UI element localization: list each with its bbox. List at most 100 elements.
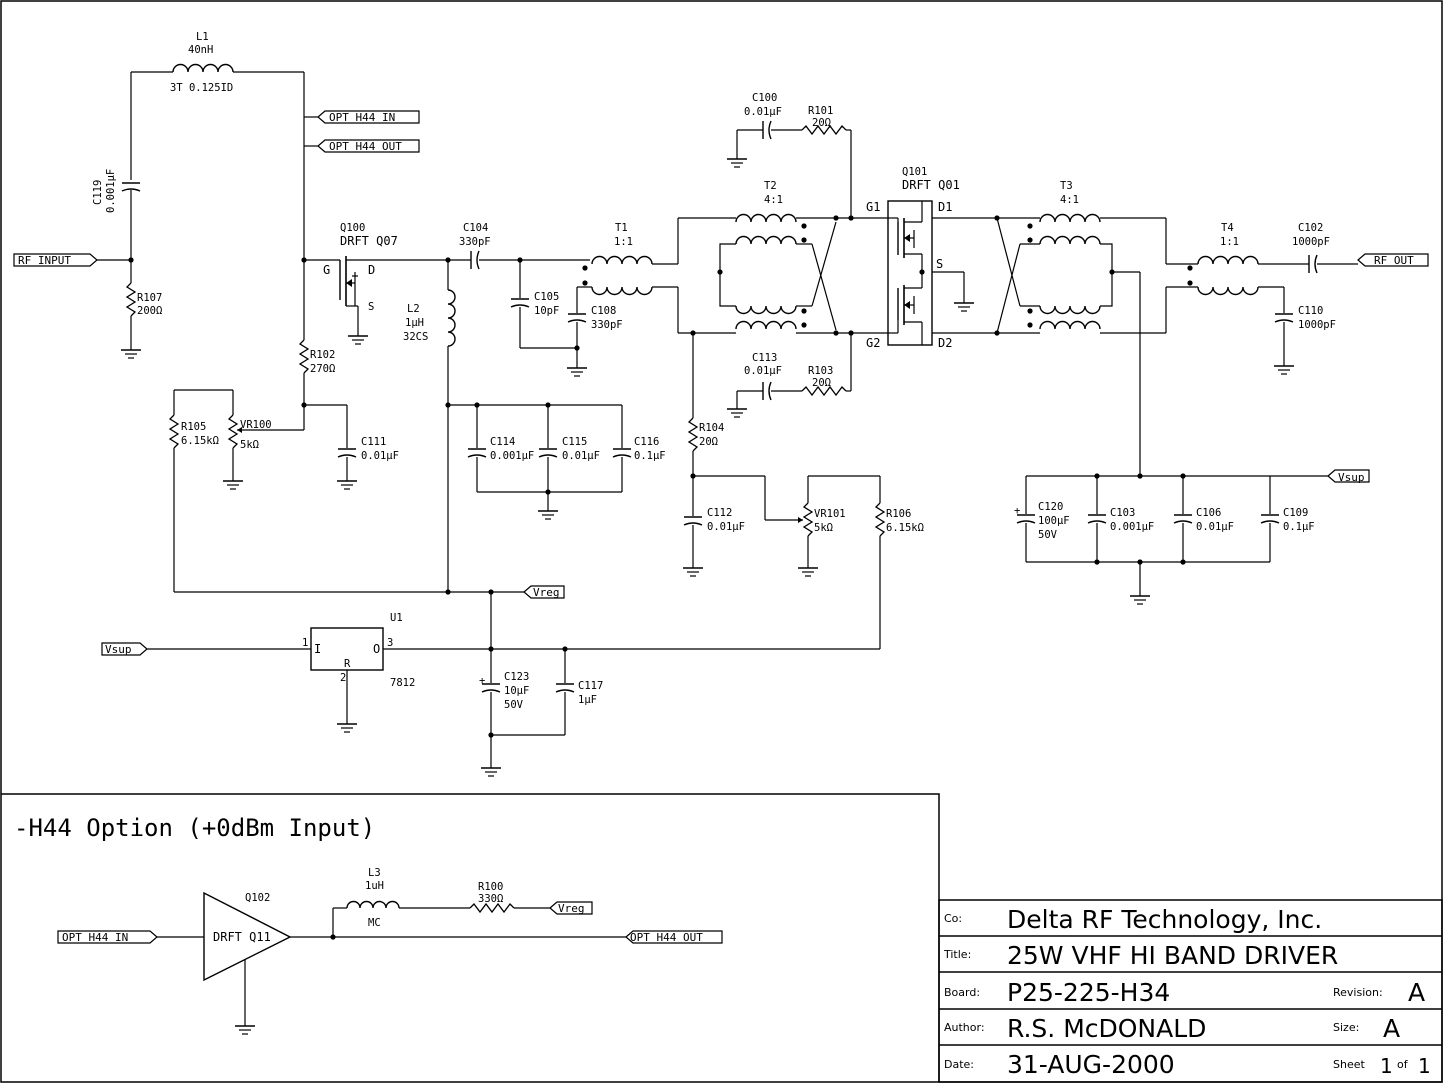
tb-author: R.S. McDONALD bbox=[1007, 1014, 1206, 1043]
r105-resistor: R105 6.15kΩ bbox=[168, 390, 219, 592]
c108-capacitor: C108 330pF bbox=[566, 287, 623, 377]
r107-resistor: R107 200Ω bbox=[120, 260, 162, 359]
c123-capacitor: + C123 10µF 50V bbox=[479, 649, 529, 777]
title-block bbox=[938, 899, 1443, 1083]
c111-capacitor: C111 0.01µF bbox=[336, 405, 399, 490]
svg-text:5kΩ: 5kΩ bbox=[240, 439, 259, 451]
svg-text:T4: T4 bbox=[1221, 222, 1234, 234]
svg-text:C108: C108 bbox=[591, 305, 616, 317]
svg-text:Q102: Q102 bbox=[245, 892, 270, 904]
t2-transformer: T2 4:1 bbox=[678, 180, 888, 336]
tb-sheet-label: Sheet bbox=[1333, 1058, 1365, 1071]
svg-text:RF_OUT: RF_OUT bbox=[1374, 254, 1414, 267]
l1-inductor: L1 40nH 3T 0.125ID bbox=[170, 31, 234, 94]
svg-text:T2: T2 bbox=[764, 180, 777, 192]
svg-text:R104: R104 bbox=[699, 422, 724, 434]
svg-text:C120: C120 bbox=[1038, 501, 1063, 513]
tb-size: A bbox=[1383, 1014, 1400, 1043]
c116-capacitor: C116 0.1µF bbox=[612, 405, 666, 492]
svg-text:R102: R102 bbox=[310, 349, 335, 361]
svg-text:1µH: 1µH bbox=[405, 317, 424, 329]
svg-text:T1: T1 bbox=[615, 222, 628, 234]
svg-text:S: S bbox=[936, 257, 943, 271]
svg-text:0.1µF: 0.1µF bbox=[1283, 521, 1315, 533]
t3-transformer: T3 4:1 bbox=[994, 180, 1166, 336]
svg-text:0.001µF: 0.001µF bbox=[490, 450, 534, 462]
svg-text:0.01µF: 0.01µF bbox=[1196, 521, 1234, 533]
svg-text:C117: C117 bbox=[578, 680, 603, 692]
svg-text:D1: D1 bbox=[938, 200, 952, 214]
svg-text:C123: C123 bbox=[504, 671, 529, 683]
svg-text:+: + bbox=[1014, 505, 1020, 517]
svg-text:R105: R105 bbox=[181, 421, 206, 433]
svg-text:1:1: 1:1 bbox=[1220, 236, 1239, 248]
r101-resistor: R101 20Ω bbox=[801, 105, 852, 218]
tb-of: 1 bbox=[1418, 1054, 1431, 1078]
svg-text:RF_INPUT: RF_INPUT bbox=[18, 254, 71, 267]
svg-text:20Ω: 20Ω bbox=[812, 117, 831, 129]
tb-date: 31-AUG-2000 bbox=[1007, 1050, 1175, 1079]
opt-in-net-port: OPT_H44_IN bbox=[317, 110, 420, 124]
svg-text:100µF: 100µF bbox=[1038, 515, 1070, 527]
svg-text:4:1: 4:1 bbox=[764, 194, 783, 206]
svg-text:1uH: 1uH bbox=[365, 880, 384, 892]
svg-text:C111: C111 bbox=[361, 436, 386, 448]
svg-text:OPT_H44_IN: OPT_H44_IN bbox=[329, 111, 395, 124]
svg-text:U1: U1 bbox=[390, 612, 403, 624]
svg-text:OPT_H44_IN: OPT_H44_IN bbox=[62, 931, 128, 944]
q100-fet: Q100 DRFT Q07 G D S bbox=[304, 222, 448, 345]
svg-text:G2: G2 bbox=[866, 336, 880, 350]
q101-push-pull-fet: Q101 DRFT Q01 G1 G2 D1 D2 S bbox=[866, 166, 975, 350]
svg-text:C115: C115 bbox=[562, 436, 587, 448]
vr101-potentiometer: VR101 5kΩ bbox=[797, 475, 880, 577]
svg-text:T3: T3 bbox=[1060, 180, 1073, 192]
svg-text:1000pF: 1000pF bbox=[1292, 236, 1330, 248]
svg-text:0.01µF: 0.01µF bbox=[562, 450, 600, 462]
tb-sheet: 1 bbox=[1380, 1054, 1393, 1078]
svg-text:DRFT Q11: DRFT Q11 bbox=[213, 930, 271, 944]
svg-text:G: G bbox=[323, 263, 330, 277]
svg-text:OPT_H44_OUT: OPT_H44_OUT bbox=[630, 931, 703, 944]
tb-revision: A bbox=[1408, 978, 1425, 1007]
svg-text:G1: G1 bbox=[866, 200, 880, 214]
svg-text:1: 1 bbox=[302, 637, 308, 649]
svg-text:50V: 50V bbox=[504, 699, 524, 711]
c120-capacitor: + C120 100µF 50V bbox=[1014, 476, 1070, 562]
svg-text:20Ω: 20Ω bbox=[699, 436, 718, 448]
svg-text:0.001µF: 0.001µF bbox=[1110, 521, 1154, 533]
svg-text:+: + bbox=[479, 675, 485, 687]
svg-text:0.01µF: 0.01µF bbox=[707, 521, 745, 533]
svg-text:L2: L2 bbox=[407, 303, 420, 315]
c106-capacitor: C106 0.01µF bbox=[1173, 476, 1234, 562]
c117-capacitor: C117 1µF bbox=[555, 649, 603, 735]
svg-text:R106: R106 bbox=[886, 508, 911, 520]
vr100-potentiometer: VR100 5kΩ bbox=[222, 390, 272, 490]
svg-text:C102: C102 bbox=[1298, 222, 1323, 234]
opt-out-net-port: OPT_H44_OUT bbox=[317, 139, 420, 153]
svg-text:Vreg: Vreg bbox=[558, 902, 585, 915]
c102-capacitor: C102 1000pF bbox=[1292, 222, 1358, 274]
svg-text:0.01µF: 0.01µF bbox=[744, 106, 782, 118]
u1-regulator: U1 1 3 2 I O R 7812 bbox=[302, 612, 415, 733]
tb-title: 25W VHF HI BAND DRIVER bbox=[1007, 941, 1338, 970]
tb-revision-label: Revision: bbox=[1333, 986, 1383, 999]
svg-text:C106: C106 bbox=[1196, 507, 1221, 519]
svg-text:Vreg: Vreg bbox=[533, 586, 560, 599]
svg-text:D2: D2 bbox=[938, 336, 952, 350]
tb-size-label: Size: bbox=[1333, 1021, 1359, 1034]
svg-text:1:1: 1:1 bbox=[614, 236, 633, 248]
r104-resistor: R104 20Ω bbox=[687, 333, 724, 516]
svg-text:O: O bbox=[373, 642, 380, 656]
svg-text:330Ω: 330Ω bbox=[478, 893, 503, 905]
c114-capacitor: C114 0.001µF bbox=[467, 405, 534, 492]
svg-text:I: I bbox=[314, 642, 321, 656]
svg-text:MC: MC bbox=[368, 917, 381, 929]
c115-capacitor: C115 0.01µF bbox=[537, 405, 600, 520]
svg-text:R100: R100 bbox=[478, 881, 503, 893]
c105-capacitor: C105 10pF bbox=[510, 260, 559, 348]
svg-text:C114: C114 bbox=[490, 436, 515, 448]
tb-company: Delta RF Technology, Inc. bbox=[1007, 905, 1322, 934]
svg-text:VR101: VR101 bbox=[814, 508, 846, 520]
svg-text:C109: C109 bbox=[1283, 507, 1308, 519]
svg-text:0.01µF: 0.01µF bbox=[361, 450, 399, 462]
